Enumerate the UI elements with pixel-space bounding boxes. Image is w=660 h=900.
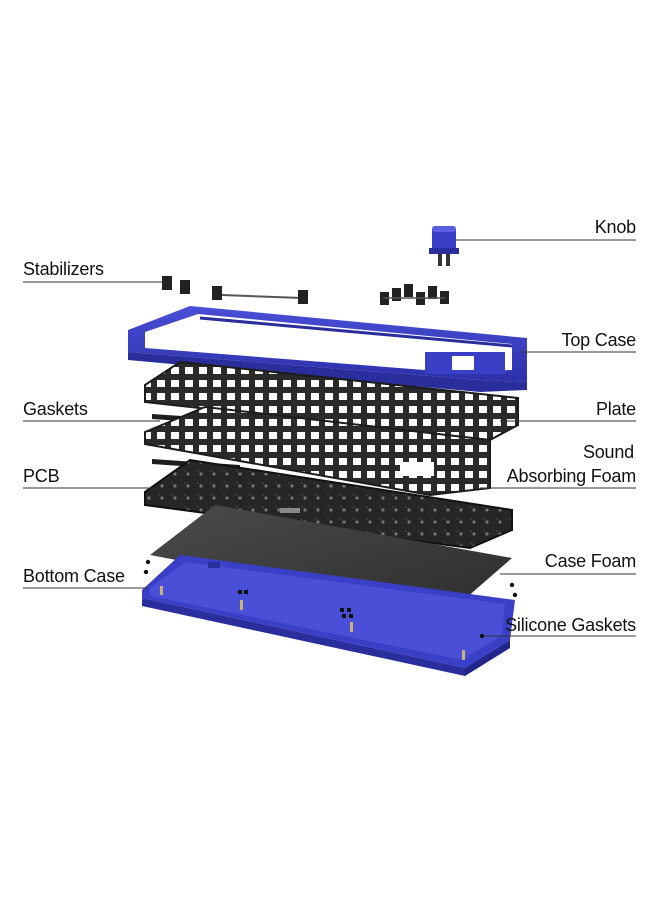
stabilizers-part — [162, 276, 449, 305]
knob-part — [429, 226, 459, 266]
label-plate: Plate — [595, 399, 636, 419]
label-top-case: Top Case — [561, 330, 637, 350]
label-sound-foam-line1: Sound — [582, 442, 634, 462]
label-gaskets: Gaskets — [23, 399, 88, 419]
silicone-gaskets-part — [143, 559, 518, 639]
leader-lines — [23, 239, 636, 637]
label-case-foam: Case Foam — [544, 551, 636, 571]
label-knob: Knob — [594, 217, 636, 237]
plate-part — [144, 360, 519, 442]
label-silicone-gaskets: Silicone Gaskets — [505, 615, 636, 635]
label-stabilizers: Stabilizers — [23, 259, 104, 279]
top-case-part — [128, 306, 527, 392]
pcb-part — [144, 458, 513, 550]
case-foam-part — [150, 505, 512, 612]
label-pcb: PCB — [23, 466, 60, 486]
label-bottom-case: Bottom Case — [23, 566, 125, 586]
label-sound-foam-line2: Absorbing Foam — [506, 466, 636, 486]
bottom-case-part — [142, 555, 515, 676]
